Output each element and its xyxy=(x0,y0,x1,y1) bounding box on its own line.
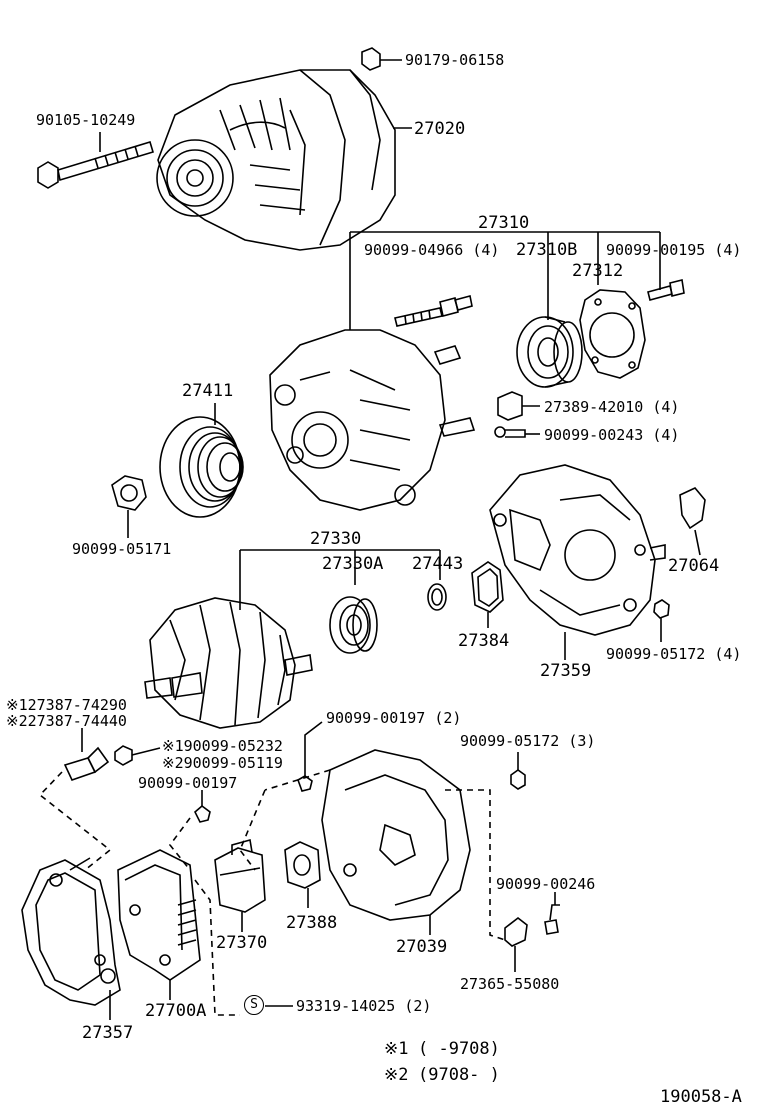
rectifier-27357 xyxy=(21,857,121,1020)
insulator-27389-42010 xyxy=(497,391,540,421)
part-label-27020: 27020 xyxy=(414,119,466,139)
note-1-text: ( -9708) xyxy=(418,1039,500,1059)
ring-27443 xyxy=(427,583,447,611)
part-label-27312: 27312 xyxy=(572,261,624,281)
bearing-27330A xyxy=(329,596,378,654)
nut-90099-05171 xyxy=(111,475,147,538)
part-label-27330: 27330 xyxy=(310,529,362,549)
terminal-insulator-27365 xyxy=(504,916,528,972)
screw-90099-00197-2 xyxy=(297,721,323,792)
screw-90099-00246 xyxy=(544,892,560,935)
retainer-plate-27312 xyxy=(579,289,646,379)
part-label-90179-06158: 90179-06158 xyxy=(405,51,505,69)
screw-90099-00195 xyxy=(647,279,685,301)
screw-90099-00197 xyxy=(194,790,211,823)
part-label-27387-74440: ※227387-74440 xyxy=(6,712,127,730)
part-label-27388: 27388 xyxy=(286,913,338,933)
part-label-27700A: 27700A xyxy=(145,1001,207,1021)
part-label-90099-05172-3: 90099-05172 (3) xyxy=(460,732,596,750)
nut-90099-05172-3 xyxy=(510,752,526,790)
brush-holder-cover-27388 xyxy=(284,841,321,908)
stud-bolt-90099-04966 xyxy=(394,295,473,327)
regulator-27370 xyxy=(214,838,266,932)
nut-90099-05172 xyxy=(653,599,670,642)
part-label-27039: 27039 xyxy=(396,937,448,957)
note-1-mark: ※1 xyxy=(384,1039,409,1059)
part-label-90105-10249: 90105-10249 xyxy=(36,111,136,129)
rear-end-frame-27359 xyxy=(489,464,666,636)
gasket-27384 xyxy=(471,561,504,628)
cover-27064 xyxy=(679,487,706,556)
note-2-mark: ※2 xyxy=(384,1065,409,1085)
part-label-90099-05119: ※290099-05119 xyxy=(162,754,283,772)
part-label-27310: 27310 xyxy=(478,213,530,233)
part-label-27443: 27443 xyxy=(412,554,464,574)
part-label-27411: 27411 xyxy=(182,381,234,401)
nut-90179-06158 xyxy=(361,47,402,71)
pulley-27411 xyxy=(159,403,244,518)
part-label-90099-05232: ※190099-05232 xyxy=(162,737,283,755)
part-label-90099-00246: 90099-00246 xyxy=(496,875,596,893)
bolt-90105-10249 xyxy=(37,132,154,189)
part-label-27370: 27370 xyxy=(216,933,268,953)
part-label-27330A: 27330A xyxy=(322,554,384,574)
standard-part-symbol: S xyxy=(244,995,264,1015)
brush-holder-27700A xyxy=(117,849,201,1000)
alternator-assembly xyxy=(156,69,396,251)
part-label-27365-55080: 27365-55080 xyxy=(460,975,560,993)
part-label-90099-00197: 90099-00197 xyxy=(138,774,238,792)
screw-90099-00243 xyxy=(494,426,540,438)
part-label-93319-14025: 93319-14025 (2) xyxy=(296,997,432,1015)
part-label-27384: 27384 xyxy=(458,631,510,651)
rotor-27330 xyxy=(144,597,313,729)
rear-cover-27039 xyxy=(321,749,471,935)
part-label-90099-05171: 90099-05171 xyxy=(72,540,172,558)
nut-90099-05232 xyxy=(114,745,161,766)
part-label-27064: 27064 xyxy=(668,556,720,576)
part-label-27389-42010: 27389-42010 (4) xyxy=(544,398,680,416)
part-label-27359: 27359 xyxy=(540,661,592,681)
drive-end-frame xyxy=(269,329,476,511)
part-label-90099-04966: 90099-04966 (4) xyxy=(364,241,500,259)
part-label-27357: 27357 xyxy=(82,1023,134,1043)
part-label-90099-00197-2: 90099-00197 (2) xyxy=(326,709,462,727)
note-2-text: (9708- ) xyxy=(418,1065,500,1085)
bearing-27310B xyxy=(516,316,583,388)
part-label-27310B: 27310B xyxy=(516,240,578,260)
diagram-id: 190058-A xyxy=(660,1087,742,1107)
part-label-27387-74290: ※127387-74290 xyxy=(6,696,127,714)
part-label-90099-00243: 90099-00243 (4) xyxy=(544,426,680,444)
terminal-27387 xyxy=(63,728,110,781)
part-label-90099-05172-4: 90099-05172 (4) xyxy=(606,645,742,663)
part-label-90099-00195: 90099-00195 (4) xyxy=(606,241,742,259)
